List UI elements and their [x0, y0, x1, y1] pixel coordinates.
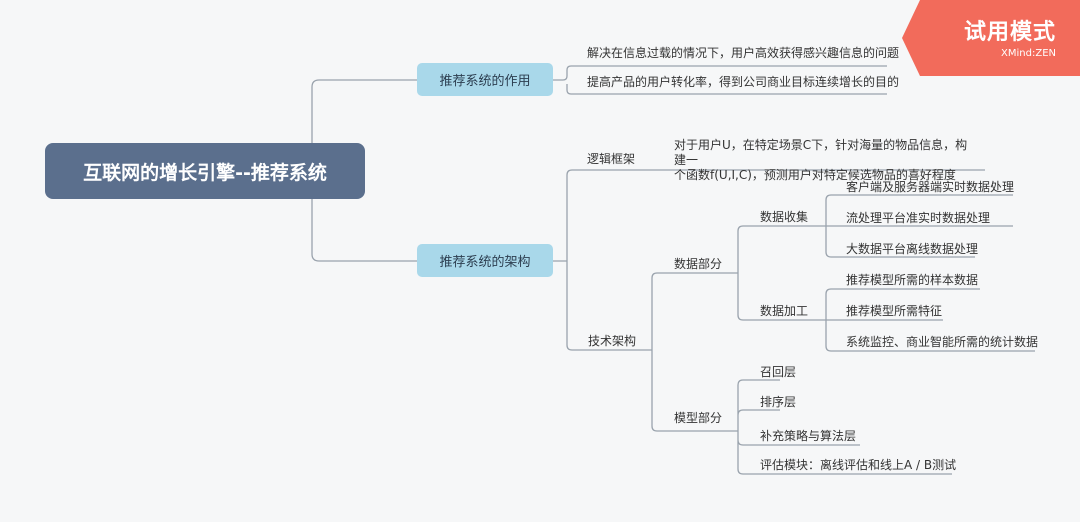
topic-arch[interactable]: 推荐系统的架构	[417, 244, 553, 277]
logic-description-line-2: 个函数f(U,I,C)，预测用户对特定候选物品的喜好程度	[674, 168, 956, 182]
badge-brand-separator: :	[1031, 48, 1036, 59]
topic-data[interactable]: 数据部分	[674, 257, 723, 271]
connector-process-items	[820, 288, 1035, 352]
badge-brand-xmind: XMind	[1001, 48, 1032, 59]
collect-item-2[interactable]: 流处理平台准实时数据处理	[846, 211, 991, 225]
badge-title: 试用模式	[963, 20, 1056, 45]
root-topic[interactable]: 互联网的增长引擎--推荐系统	[45, 143, 365, 199]
logic-description[interactable]: 对于用户U，在特定场景C下，针对海量的物品信息，构建一 个函数f(U,I,C)，…	[674, 138, 974, 183]
process-item-1[interactable]: 推荐模型所需的样本数据	[846, 273, 979, 287]
topic-data-process[interactable]: 数据加工	[760, 304, 809, 318]
collect-item-1[interactable]: 客户端及服务器端实时数据处理	[846, 180, 1015, 194]
topic-model[interactable]: 模型部分	[674, 411, 723, 425]
trial-mode-badge: 试用模式 XMind:ZEN	[902, 0, 1080, 76]
role-item-2[interactable]: 提高产品的用户转化率，得到公司商业目标连续增长的目的	[587, 75, 900, 89]
topic-tech[interactable]: 技术架构	[588, 334, 637, 348]
connector-collect-items	[820, 194, 1013, 258]
connector-tech-children	[640, 272, 727, 432]
connector-root-arch	[311, 178, 417, 262]
model-item-strategy[interactable]: 补充策略与算法层	[760, 429, 857, 443]
topic-data-collect[interactable]: 数据收集	[760, 210, 809, 224]
model-item-evaluation[interactable]: 评估模块：离线评估和线上A / B测试	[760, 458, 957, 472]
connector-data-children	[720, 225, 820, 321]
model-item-recall[interactable]: 召回层	[760, 365, 797, 379]
model-item-ranking[interactable]: 排序层	[760, 395, 797, 409]
process-item-2[interactable]: 推荐模型所需特征	[846, 304, 943, 318]
topic-role[interactable]: 推荐系统的作用	[417, 63, 553, 96]
connector-model-items	[727, 379, 952, 475]
badge-ribbon-shape	[902, 0, 1080, 76]
badge-brand: XMind:ZEN	[1001, 48, 1056, 59]
topic-logic[interactable]: 逻辑框架	[587, 152, 636, 166]
role-item-1[interactable]: 解决在信息过载的情况下，用户高效获得感兴趣信息的问题	[587, 46, 900, 60]
logic-description-line-1: 对于用户U，在特定场景C下，针对海量的物品信息，构建一	[674, 138, 968, 167]
connector-arch-children	[553, 169, 660, 351]
process-item-3[interactable]: 系统监控、商业智能所需的统计数据	[846, 335, 1039, 349]
connector-role-items	[553, 65, 887, 95]
badge-brand-zen: ZEN	[1035, 48, 1056, 59]
collect-item-3[interactable]: 大数据平台离线数据处理	[846, 242, 979, 256]
